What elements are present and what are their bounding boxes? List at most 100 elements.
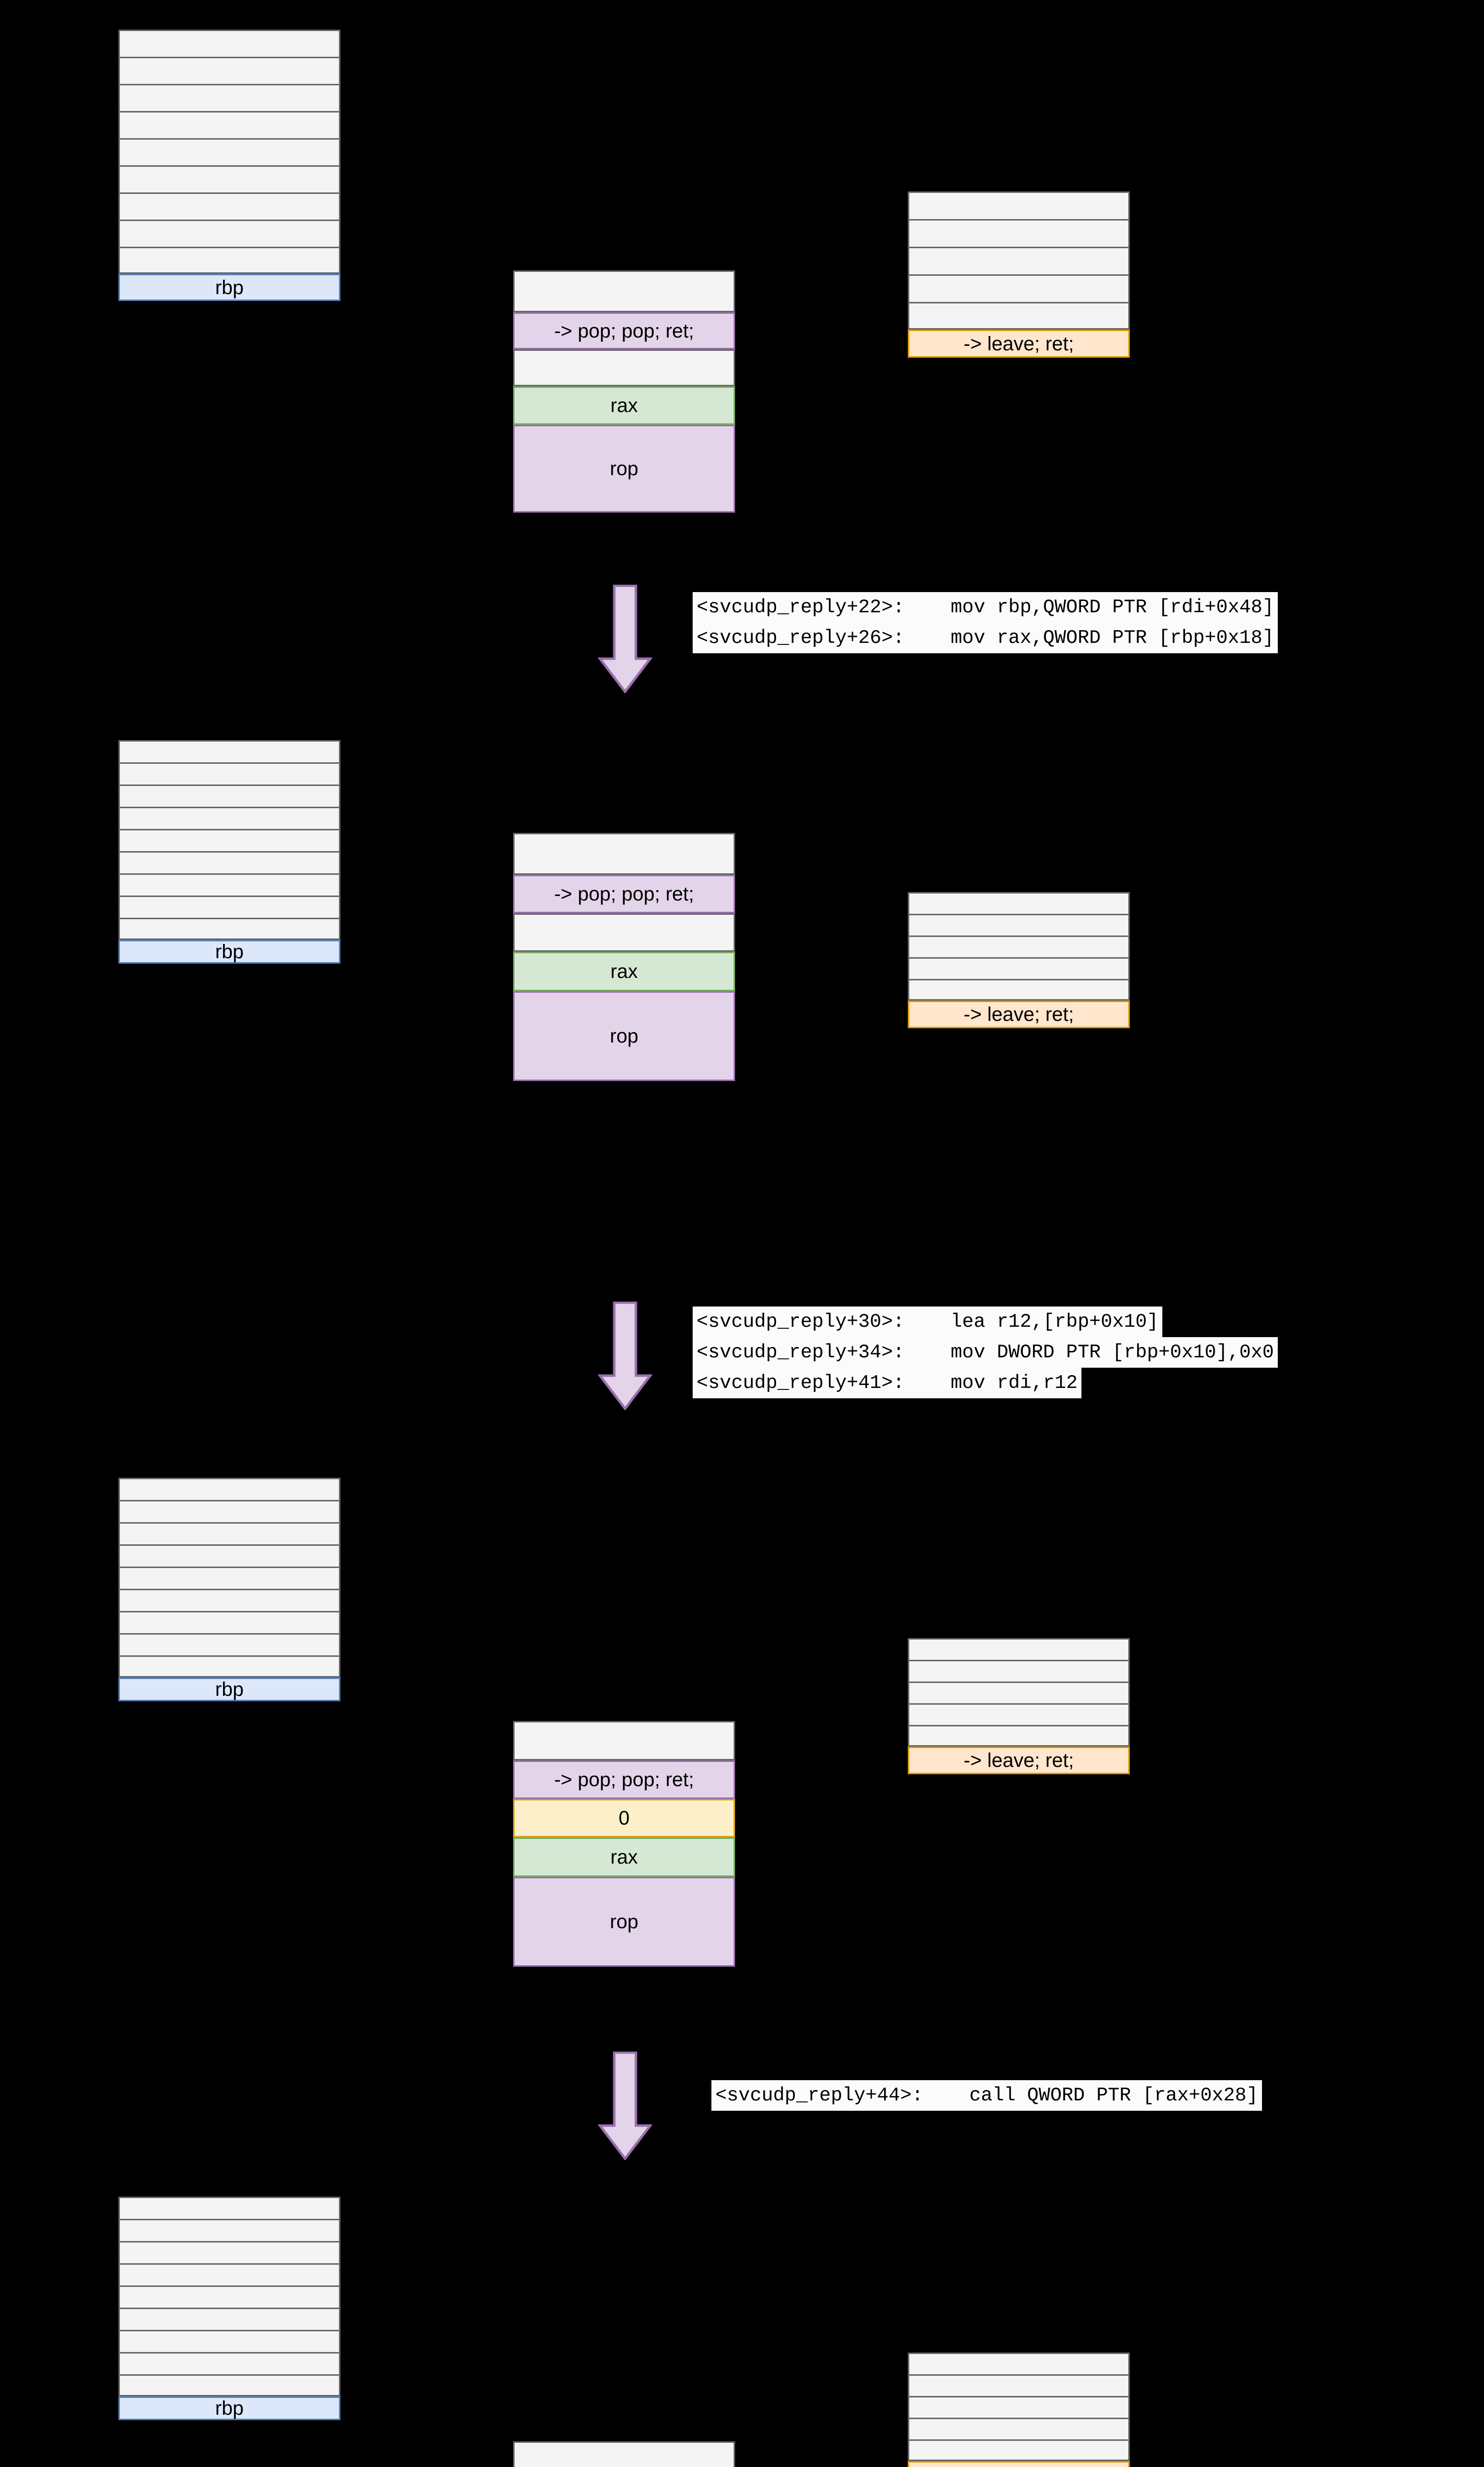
stack-cell-empty bbox=[513, 833, 735, 875]
stack-cell-rop: rop bbox=[513, 1877, 735, 1967]
stack-cell-empty bbox=[118, 829, 340, 851]
stack-cell-empty bbox=[908, 935, 1130, 957]
panel-2-stack-left: rbp bbox=[118, 740, 340, 964]
stack-cell-empty bbox=[118, 165, 340, 192]
stack-cell-empty bbox=[908, 191, 1130, 219]
panel-4-stack-left: rbp bbox=[118, 2197, 340, 2420]
instruction-line: <svcudp_reply+22>: mov rbp,QWORD PTR [rd… bbox=[693, 592, 1278, 623]
stack-cell-empty bbox=[118, 57, 340, 84]
panel-3-stack-right: -> leave; ret; bbox=[908, 1638, 1130, 1774]
stack-cell-empty bbox=[118, 1611, 340, 1633]
transition-1-down-arrow bbox=[597, 584, 653, 694]
stack-cell-empty bbox=[118, 2330, 340, 2352]
stack-cell-empty bbox=[118, 1478, 340, 1500]
stack-cell-empty bbox=[908, 979, 1130, 1001]
instruction-line: <svcudp_reply+44>: call QWORD PTR [rax+0… bbox=[711, 2080, 1262, 2111]
panel-3-stack-left: rbp bbox=[118, 1478, 340, 1701]
stack-cell-rbp: rbp bbox=[118, 2396, 340, 2420]
stack-cell-empty bbox=[118, 84, 340, 111]
stack-cell-rax: rax bbox=[513, 1837, 735, 1877]
instruction-line: <svcudp_reply+41>: mov rdi,r12 bbox=[693, 1368, 1082, 1398]
stack-cell-empty bbox=[908, 914, 1130, 935]
stack-cell-empty bbox=[908, 2396, 1130, 2418]
stack-cell-empty bbox=[513, 2441, 735, 2467]
stack-cell-empty bbox=[118, 2374, 340, 2396]
panel-2-stack-right: -> leave; ret; bbox=[908, 892, 1130, 1028]
stack-cell-empty bbox=[118, 2308, 340, 2330]
stack-cell-empty bbox=[118, 2241, 340, 2263]
stack-cell-empty bbox=[118, 740, 340, 762]
panel-4-stack-middle: -> pop; pop; ret; 0 rax rop bbox=[513, 2441, 735, 2467]
stack-cell-empty bbox=[118, 2352, 340, 2374]
stack-cell-rbp: rbp bbox=[118, 274, 340, 301]
transition-1-instructions: <svcudp_reply+22>: mov rbp,QWORD PTR [rd… bbox=[693, 592, 1278, 653]
stack-cell-empty bbox=[908, 2439, 1130, 2461]
stack-cell-empty bbox=[908, 1682, 1130, 1703]
stack-cell-empty bbox=[118, 111, 340, 138]
stack-cell-empty bbox=[118, 807, 340, 829]
stack-cell-empty bbox=[908, 1703, 1130, 1725]
stack-cell-empty bbox=[118, 918, 340, 940]
stack-cell-gadget: -> pop; pop; ret; bbox=[513, 875, 735, 913]
stack-cell-rax: rax bbox=[513, 952, 735, 991]
stack-cell-empty bbox=[513, 349, 735, 386]
stack-cell-empty bbox=[118, 785, 340, 807]
transition-3-instructions: <svcudp_reply+44>: call QWORD PTR [rax+0… bbox=[711, 2080, 1262, 2111]
stack-cell-empty bbox=[118, 1633, 340, 1655]
instruction-line: <svcudp_reply+30>: lea r12,[rbp+0x10] bbox=[693, 1307, 1163, 1337]
stack-cell-empty bbox=[118, 851, 340, 873]
stack-cell-empty bbox=[118, 138, 340, 165]
panel-3-stack-middle: -> pop; pop; ret; 0 rax rop bbox=[513, 1721, 735, 1967]
stack-cell-empty bbox=[118, 1544, 340, 1567]
panel-1-stack-left: rbp bbox=[118, 30, 340, 301]
panel-2-stack-middle: -> pop; pop; ret; rax rop bbox=[513, 833, 735, 1081]
stack-cell-leave: -> leave; ret; bbox=[908, 2461, 1130, 2467]
panel-1-stack-right: -> leave; ret; bbox=[908, 191, 1130, 358]
panel-4-stack-right: -> leave; ret; bbox=[908, 2353, 1130, 2467]
stack-cell-empty bbox=[908, 1660, 1130, 1682]
stack-cell-empty bbox=[908, 957, 1130, 979]
stack-cell-leave: -> leave; ret; bbox=[908, 1747, 1130, 1774]
stack-cell-empty bbox=[118, 1500, 340, 1522]
stack-cell-empty bbox=[118, 2285, 340, 2308]
stack-cell-empty bbox=[118, 220, 340, 247]
stack-cell-zero: 0 bbox=[513, 1799, 735, 1837]
stack-cell-empty bbox=[118, 2219, 340, 2241]
stack-cell-empty bbox=[118, 30, 340, 57]
stack-cell-empty bbox=[908, 1725, 1130, 1747]
stack-cell-empty bbox=[908, 302, 1130, 330]
stack-cell-empty bbox=[908, 892, 1130, 914]
stack-cell-empty bbox=[118, 896, 340, 918]
panel-1-stack-middle: -> pop; pop; ret; rax rop bbox=[513, 270, 735, 513]
instruction-line: <svcudp_reply+26>: mov rax,QWORD PTR [rb… bbox=[693, 623, 1278, 653]
stack-cell-rbp: rbp bbox=[118, 940, 340, 964]
stack-cell-gadget: -> pop; pop; ret; bbox=[513, 312, 735, 349]
stack-cell-empty bbox=[118, 873, 340, 896]
stack-cell-empty bbox=[513, 270, 735, 312]
stack-cell-empty bbox=[908, 247, 1130, 274]
stack-cell-empty bbox=[908, 274, 1130, 302]
stack-cell-empty bbox=[908, 2374, 1130, 2396]
stack-cell-leave: -> leave; ret; bbox=[908, 330, 1130, 358]
stack-cell-empty bbox=[118, 762, 340, 785]
stack-cell-empty bbox=[908, 219, 1130, 247]
stack-cell-empty bbox=[118, 2263, 340, 2285]
stack-cell-empty bbox=[118, 2197, 340, 2219]
stack-cell-empty bbox=[513, 913, 735, 952]
transition-2-instructions: <svcudp_reply+30>: lea r12,[rbp+0x10] <s… bbox=[693, 1307, 1278, 1398]
stack-cell-empty bbox=[118, 1655, 340, 1678]
stack-cell-empty bbox=[118, 192, 340, 220]
stack-cell-empty bbox=[908, 2353, 1130, 2374]
stack-cell-leave: -> leave; ret; bbox=[908, 1001, 1130, 1028]
stack-cell-empty bbox=[908, 1638, 1130, 1660]
transition-2-down-arrow bbox=[597, 1301, 653, 1411]
instruction-line: <svcudp_reply+34>: mov DWORD PTR [rbp+0x… bbox=[693, 1337, 1278, 1368]
stack-cell-empty bbox=[118, 1567, 340, 1589]
stack-cell-empty bbox=[908, 2418, 1130, 2439]
stack-cell-empty bbox=[118, 1589, 340, 1611]
stack-cell-rax: rax bbox=[513, 386, 735, 425]
stack-cell-rop: rop bbox=[513, 991, 735, 1081]
stack-cell-rbp: rbp bbox=[118, 1678, 340, 1701]
transition-3-down-arrow bbox=[597, 2051, 653, 2161]
stack-cell-rop: rop bbox=[513, 425, 735, 513]
